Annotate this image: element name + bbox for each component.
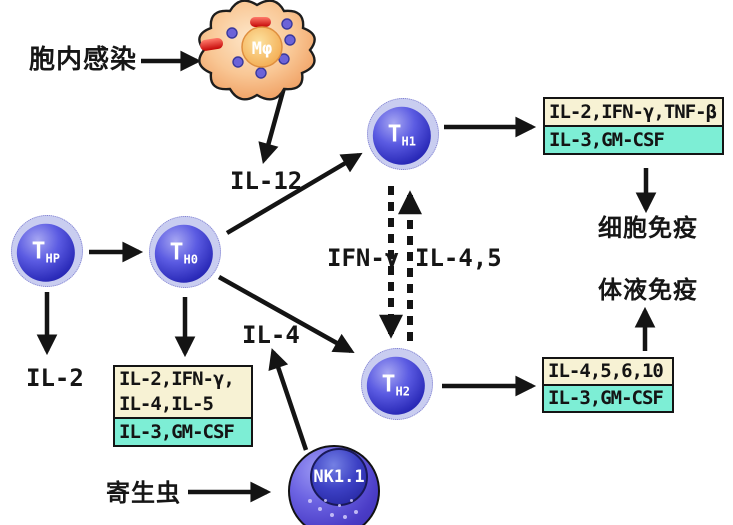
arrow-nk11-to-il4 [268, 348, 309, 451]
arrow-macrophage-to-il12 [258, 83, 288, 164]
speckle [343, 515, 347, 519]
label-il4: IL-4 [242, 321, 300, 349]
th0-cell: TH0 [149, 216, 221, 288]
label-humoral-immunity: 体液免疫 [598, 276, 698, 304]
label-intracellular-infection: 胞内感染 [29, 45, 138, 75]
label-ifn-gamma: IFN-γ [327, 244, 400, 272]
nk11-cell: NK1.1 [288, 445, 380, 525]
cytokine-line: IL-3,GM-CSF [545, 127, 722, 153]
th2-nucleus: TH2 [366, 356, 425, 415]
speckle [318, 507, 322, 511]
speckle [308, 499, 312, 503]
thp-nucleus: THP [16, 223, 75, 282]
cytokine-line: IL-3,GM-CSF [115, 419, 251, 445]
cytokine-line: IL-2,IFN-γ, [119, 368, 235, 390]
speckle [324, 499, 327, 502]
speckle [338, 504, 341, 507]
cytokine-line: IL-4,IL-5 [119, 393, 214, 415]
label-il2: IL-2 [26, 364, 84, 392]
speckle [354, 510, 358, 514]
cytokine-line: IL-2,IFN-γ,TNF-β [545, 99, 722, 127]
thp-cell: THP [11, 215, 83, 287]
label-il45: IL-4,5 [415, 244, 502, 272]
arrow-th0-to-th1 [225, 152, 363, 235]
speckle [350, 499, 353, 502]
label-il12: IL-12 [230, 167, 303, 195]
th1-cytokine-box: IL-2,IFN-γ,TNF-β IL-3,GM-CSF [543, 97, 724, 155]
th1-cell: TH1 [367, 98, 439, 170]
th1-label: TH1 [387, 121, 416, 149]
bacterium-rod-inside [250, 17, 271, 27]
cytokine-line: IL-3,GM-CSF [544, 386, 672, 411]
th0-nucleus: TH0 [154, 224, 213, 283]
label-parasite: 寄生虫 [106, 479, 181, 507]
th2-cytokine-box: IL-4,5,6,10 IL-3,GM-CSF [542, 357, 674, 413]
th0-label: TH0 [169, 239, 198, 267]
th0-cytokine-box: IL-2,IFN-γ, IL-4,IL-5 IL-3,GM-CSF [113, 365, 253, 447]
bacterium-rod-outside [200, 37, 223, 51]
cytokine-line: IL-4,5,6,10 [544, 359, 672, 386]
arrow-th0-to-th2 [217, 275, 355, 354]
nk11-label: NK1.1 [313, 467, 365, 487]
nk11-nucleus: NK1.1 [310, 448, 368, 506]
th2-cell: TH2 [361, 348, 433, 420]
macrophage-cell: Mφ [198, 0, 316, 101]
speckle [330, 513, 334, 517]
macrophage-granules [226, 18, 296, 79]
thp-label: THP [31, 238, 60, 266]
macrophage-nucleus [241, 26, 283, 68]
th2-label: TH2 [381, 371, 410, 399]
th1-nucleus: TH1 [372, 106, 431, 165]
label-cellular-immunity: 细胞免疫 [598, 214, 698, 242]
macrophage-label: Mφ [252, 39, 272, 59]
